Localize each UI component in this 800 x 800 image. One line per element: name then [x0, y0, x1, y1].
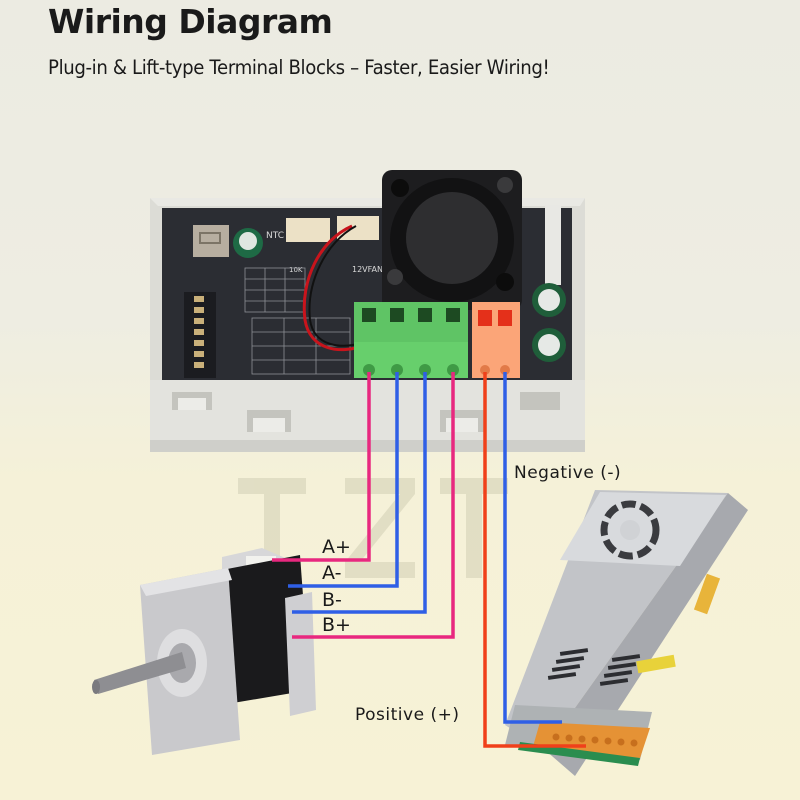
watermark-z-top	[345, 478, 415, 494]
psu-warning-label	[693, 573, 721, 615]
fan-connector	[337, 216, 379, 240]
res-silkscreen: 10K	[289, 266, 303, 274]
wire-negative	[503, 372, 562, 724]
fan-silkscreen: 12VFAN	[352, 265, 383, 274]
controller-module: NTC 10K 12VFAN	[150, 170, 585, 452]
motor-shaft	[94, 652, 186, 694]
stepper-motor	[92, 548, 316, 755]
motor-terminal-block[interactable]	[354, 302, 468, 378]
wires	[272, 372, 586, 748]
wire-b-plus	[292, 372, 455, 639]
diagram-subtitle: Plug-in & Lift-type Terminal Blocks – Fa…	[48, 56, 550, 79]
negative-label: Negative (-)	[514, 463, 622, 483]
power-terminal-block[interactable]	[472, 302, 520, 378]
wire-label-a-minus: A-	[322, 562, 342, 584]
positive-label: Positive (+)	[355, 705, 460, 725]
side-connector	[545, 205, 561, 285]
psu-fan-grill	[600, 500, 660, 560]
fan-cable	[302, 224, 366, 352]
ntc-silkscreen: NTC	[266, 231, 284, 241]
settings-table	[244, 267, 351, 375]
watermark-t2-bar	[440, 478, 508, 494]
watermark-t-bar	[238, 478, 306, 494]
wire-positive	[483, 372, 586, 748]
wire-label-b-minus: B-	[322, 589, 342, 611]
wire-label-b-plus: B+	[322, 614, 351, 636]
wire-a-minus	[288, 372, 399, 588]
diagram-title: Wiring Diagram	[48, 2, 333, 41]
wire-label-a-plus: A+	[322, 536, 351, 558]
cooling-fan	[382, 170, 522, 310]
ntc-connector	[286, 218, 330, 242]
watermark-z-bottom	[345, 562, 415, 578]
power-supply	[505, 490, 748, 776]
inductor	[193, 225, 229, 257]
watermark-z-diag	[345, 494, 415, 562]
wire-a-plus	[272, 372, 371, 562]
watermark-t2-stem	[466, 478, 482, 578]
wire-b-minus	[292, 372, 427, 614]
